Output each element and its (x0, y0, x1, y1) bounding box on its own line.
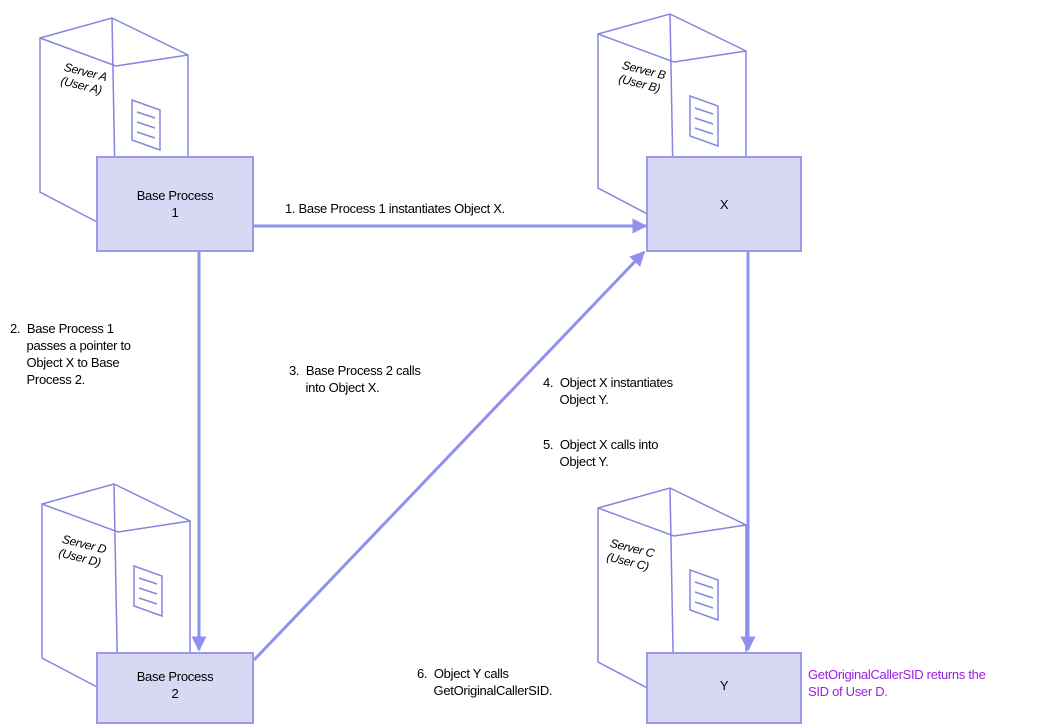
object-y-label: Y (719, 677, 729, 693)
base-process-1-label: Base Process 1 (136, 188, 214, 220)
arrow-bp2-to-x (252, 250, 646, 662)
object-x-box: X (646, 156, 802, 252)
object-x-label: X (719, 196, 729, 212)
base-process-1-box: Base Process 1 (96, 156, 254, 252)
step-6-text: 6. Object Y calls GetOriginalCallerSID. (417, 666, 553, 698)
return-note: GetOriginalCallerSID returns the SID of … (808, 667, 986, 699)
step-4-text: 4. Object X instantiates Object Y. (543, 375, 673, 407)
step-2-text: 2. Base Process 1 passes a pointer to Ob… (10, 321, 131, 387)
step-3-text: 3. Base Process 2 calls into Object X. (289, 363, 421, 395)
step-5-text: 5. Object X calls into Object Y. (543, 437, 659, 469)
step-1-text: 1. Base Process 1 instantiates Object X. (285, 201, 505, 216)
object-y-box: Y (646, 652, 802, 724)
base-process-2-label: Base Process 2 (136, 669, 214, 701)
base-process-2-box: Base Process 2 (96, 652, 254, 724)
server-c-icon (597, 487, 747, 703)
